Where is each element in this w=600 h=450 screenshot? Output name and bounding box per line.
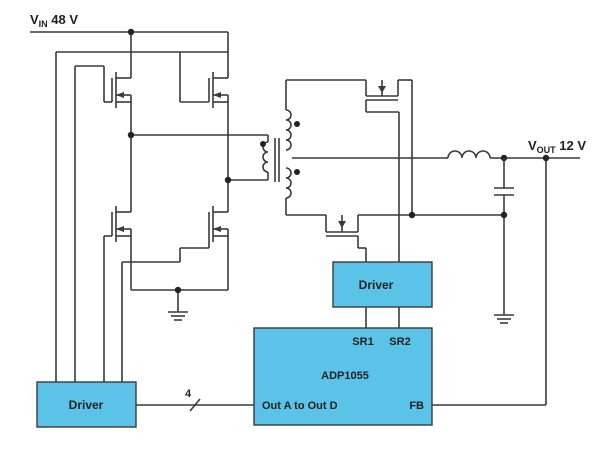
transformer [260,109,300,199]
bridge-ground [131,286,228,321]
vin-label: VIN 48 V [30,12,78,29]
driver-primary-label: Driver [69,398,104,412]
driver-secondary-label: Driver [359,278,394,292]
driver-secondary-box [332,261,433,308]
bus-width-label: 4 [185,388,192,400]
mosfet-q3 [104,135,132,290]
fb-pin-label: FB [409,400,424,412]
driver-primary-box [36,381,137,428]
out-pin-label: Out A to Out D [262,400,338,412]
vout-label: VOUT 12 V [528,138,586,155]
sr-mosfet-top [285,79,413,262]
gate-drive-wires [55,51,228,382]
vin-rail [30,28,229,72]
feedback-wire [432,154,550,406]
controller-name: ADP1055 [321,370,369,382]
primary-connections [127,131,269,184]
output-filter [292,150,580,324]
sr-mosfet-bottom [285,198,504,262]
gate-bus [136,398,254,412]
sr2-pin-label: SR2 [389,336,410,348]
controller-box [253,327,433,426]
sr1-pin-label: SR1 [352,336,373,348]
mosfet-q2 [180,72,229,180]
mosfet-q4 [180,180,229,290]
mosfet-q1 [104,72,132,135]
